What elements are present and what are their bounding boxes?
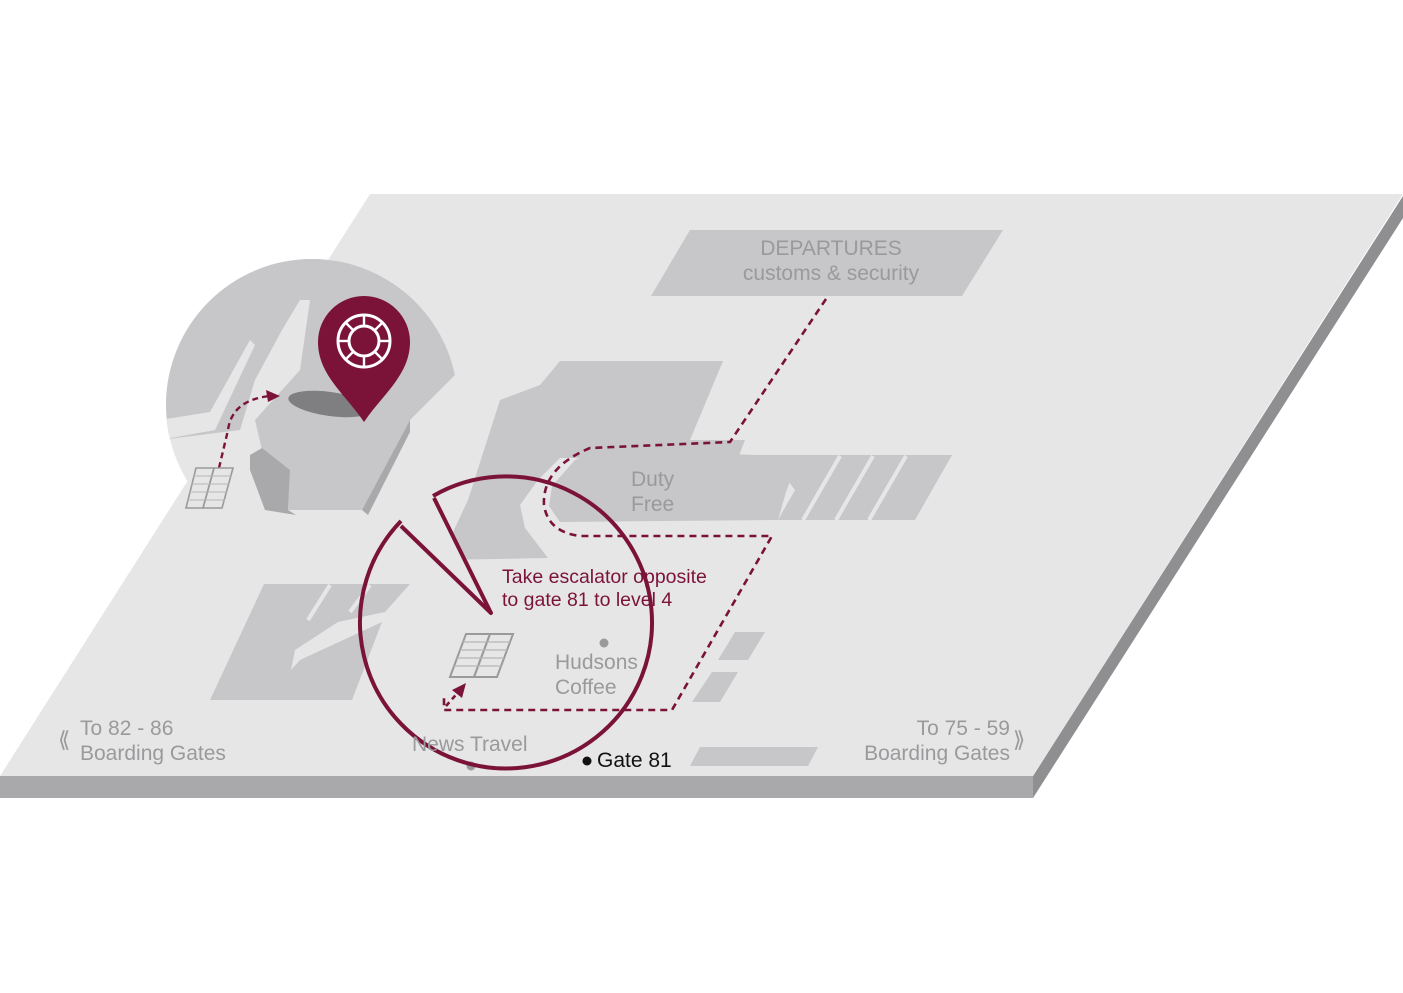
duty-free-line-1: Duty [631, 468, 675, 491]
escalator-icon[interactable] [184, 467, 235, 509]
shop-small-1 [718, 632, 765, 660]
hudsons-line-2: Coffee [555, 676, 617, 699]
double-chevron-right-icon[interactable]: ⟫ [1013, 727, 1026, 752]
central-building [440, 361, 745, 560]
departures-title: DEPARTURES [760, 237, 902, 260]
right-gates-line-2: Boarding Gates [864, 742, 1010, 765]
left-gates-label: To 82 - 86 Boarding Gates [80, 716, 226, 766]
gate-81-dot [582, 756, 592, 766]
route-instruction: Take escalator opposite to gate 81 to le… [502, 566, 707, 612]
left-gates-line-1: To 82 - 86 [80, 717, 174, 740]
shop-block-curve [264, 622, 382, 700]
hudsons-line-1: Hudsons [555, 651, 638, 674]
left-gates-line-2: Boarding Gates [80, 742, 226, 765]
floor-front-edge [0, 776, 1033, 798]
double-chevron-left-icon[interactable]: ⟪ [58, 727, 71, 752]
floor-side-face [1033, 196, 1403, 798]
departures-subtitle: customs & security [742, 262, 920, 285]
escalator-icon[interactable] [448, 633, 515, 678]
departures-label: DEPARTURES customs & security [716, 236, 946, 286]
duty-free-label: Duty Free [631, 467, 674, 517]
instruction-line-1: Take escalator opposite [502, 566, 707, 588]
instruction-line-2: to gate 81 to level 4 [502, 589, 673, 611]
news-travel-label: News Travel [412, 733, 528, 756]
shop-small-2 [692, 672, 738, 702]
duty-free-area [549, 450, 800, 522]
hudsons-dot [599, 638, 609, 648]
walking-route [442, 298, 828, 712]
departures-area [651, 230, 1003, 296]
right-gates-label: To 75 - 59 Boarding Gates [810, 716, 1010, 766]
hudsons-coffee-label: Hudsons Coffee [555, 650, 638, 700]
gate-81-label: Gate 81 [597, 749, 672, 772]
gate-counter [690, 747, 818, 766]
map-pin-icon[interactable] [318, 296, 410, 422]
right-gates-line-1: To 75 - 59 [916, 717, 1010, 740]
duty-free-line-2: Free [631, 493, 675, 516]
